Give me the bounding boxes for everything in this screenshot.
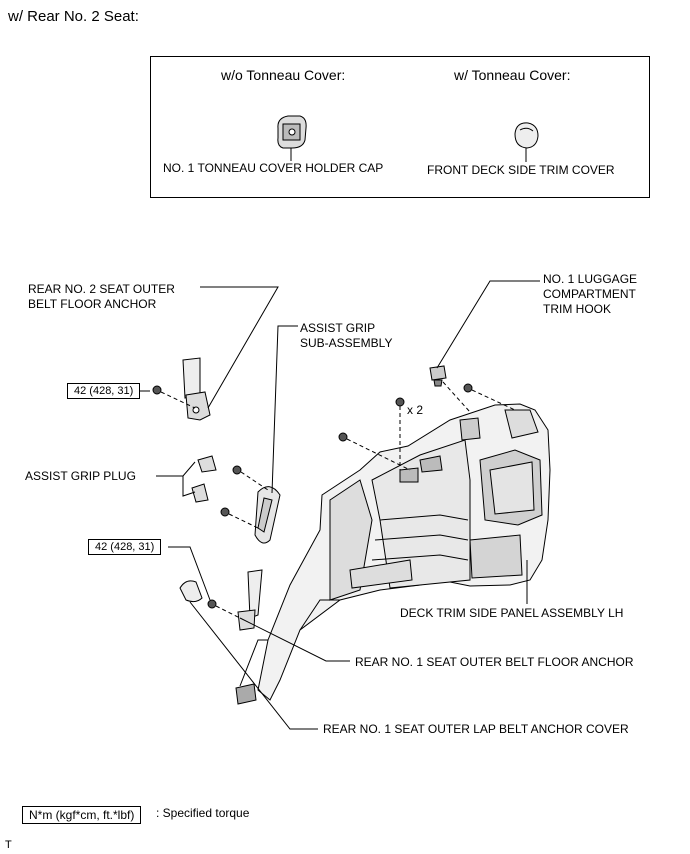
legend-unit-box: N*m (kgf*cm, ft.*lbf) bbox=[22, 806, 142, 824]
tonneau-holder-cap-icon bbox=[277, 115, 307, 149]
quantity-label: x 2 bbox=[407, 403, 424, 417]
rear-no2-belt-anchor-icon bbox=[182, 357, 211, 421]
deck-trim-side-panel-icon bbox=[257, 403, 551, 701]
torque-box-upper: 42 (428, 31) bbox=[67, 383, 141, 399]
tonneau-cover-inset bbox=[150, 56, 650, 198]
assist-grip-label: ASSIST GRIP SUB-ASSEMBLY bbox=[300, 321, 393, 350]
rear-no1-cover-label: REAR NO. 1 SEAT OUTER LAP BELT ANCHOR CO… bbox=[323, 722, 629, 736]
luggage-hook-label: NO. 1 LUGGAGE COMPARTMENT TRIM HOOK bbox=[543, 272, 638, 316]
torque-box-lower: 42 (428, 31) bbox=[88, 539, 162, 555]
tonneau-holder-cap-label: NO. 1 TONNEAU COVER HOLDER CAP bbox=[163, 161, 384, 175]
rear-no1-anchor-label: REAR NO. 1 SEAT OUTER BELT FLOOR ANCHOR bbox=[355, 655, 634, 669]
corner-mark: T bbox=[5, 839, 12, 851]
assist-grip-plug-label: ASSIST GRIP PLUG bbox=[25, 469, 136, 483]
front-deck-side-trim-cover-label: FRONT DECK SIDE TRIM COVER bbox=[427, 163, 615, 177]
legend-description: : Specified torque bbox=[156, 806, 250, 820]
assist-grip-plug-lower-icon bbox=[191, 483, 209, 503]
rear-no2-anchor-label: REAR NO. 2 SEAT OUTER BELT FLOOR ANCHOR bbox=[28, 282, 175, 311]
page-title: w/ Rear No. 2 Seat: bbox=[8, 8, 139, 25]
lap-belt-anchor-cover-icon bbox=[179, 580, 203, 603]
deck-trim-panel-label: DECK TRIM SIDE PANEL ASSEMBLY LH bbox=[400, 606, 624, 620]
bolt-icons bbox=[152, 383, 473, 609]
inset-left-heading: w/o Tonneau Cover: bbox=[221, 67, 346, 83]
inset-right-heading: w/ Tonneau Cover: bbox=[454, 67, 571, 83]
front-deck-side-trim-cover-icon bbox=[514, 122, 539, 149]
assist-grip-icon bbox=[254, 486, 281, 544]
rear-no1-belt-strip-icon bbox=[235, 569, 268, 705]
assist-grip-plug-upper-icon bbox=[197, 455, 217, 473]
luggage-trim-hook-icon bbox=[429, 365, 447, 387]
